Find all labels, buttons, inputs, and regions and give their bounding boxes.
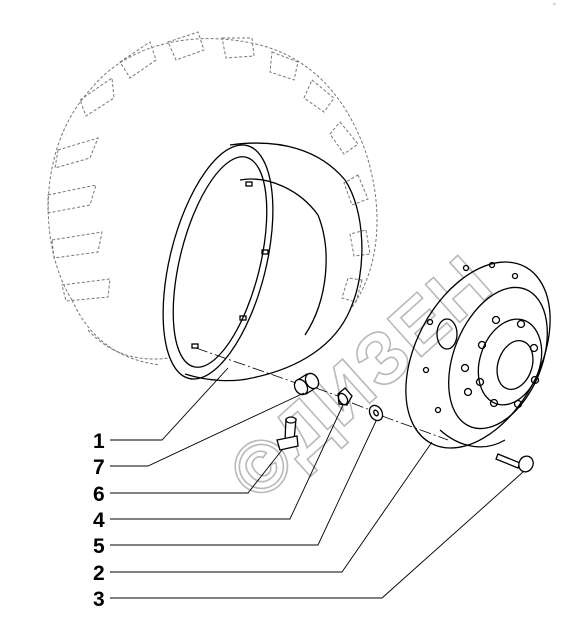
assembly-axis bbox=[195, 347, 449, 441]
rim-bead-line bbox=[239, 178, 319, 216]
disc-stud-hole bbox=[491, 315, 501, 325]
nut-face bbox=[337, 392, 349, 406]
valve bbox=[276, 416, 299, 451]
rim bbox=[162, 142, 363, 382]
tyre-outline bbox=[47, 31, 378, 366]
tyre-lug bbox=[221, 37, 255, 59]
rim-front-inner bbox=[172, 156, 268, 368]
tyre-lug bbox=[119, 41, 157, 79]
tyre-lug bbox=[329, 121, 359, 155]
tyre-lug bbox=[341, 277, 363, 303]
disc-stud-hole bbox=[463, 387, 473, 397]
tyre-lug bbox=[79, 77, 115, 117]
bolt-shank bbox=[495, 453, 521, 469]
disc-stud-hole bbox=[530, 375, 540, 385]
disc-large-hole bbox=[436, 318, 458, 350]
tyre-lug bbox=[54, 137, 99, 169]
valve-base bbox=[276, 435, 299, 451]
tyre-inner-sidewall bbox=[87, 329, 171, 360]
disc-dish bbox=[448, 286, 548, 430]
rim-back-profile bbox=[251, 179, 363, 379]
bolt-head bbox=[518, 455, 534, 473]
tyre-lower-edge bbox=[71, 299, 161, 366]
disc-flange-hole bbox=[511, 272, 519, 280]
callout-4: 4 bbox=[93, 509, 105, 532]
leader-lines bbox=[110, 367, 524, 599]
disc-bottom-lip bbox=[439, 429, 506, 448]
corner-mark: ~ bbox=[552, 2, 556, 8]
spacer bbox=[293, 372, 320, 396]
disc-stud-hole bbox=[477, 340, 487, 350]
tyre-lug bbox=[61, 278, 111, 302]
rim-slot bbox=[245, 181, 253, 187]
disc-stud-hole bbox=[475, 377, 485, 387]
callout-3: 3 bbox=[93, 588, 105, 611]
tyre-lug bbox=[349, 229, 371, 257]
callout-7: 7 bbox=[93, 456, 105, 479]
tyre-lug bbox=[47, 184, 97, 214]
washer bbox=[368, 404, 384, 422]
disc-flange-hole bbox=[434, 406, 442, 414]
leader-4 bbox=[110, 404, 344, 520]
bolt bbox=[495, 453, 534, 473]
leader-2 bbox=[110, 441, 433, 573]
callout-2: 2 bbox=[93, 562, 105, 585]
leader-5 bbox=[110, 420, 377, 546]
callout-5: 5 bbox=[93, 535, 105, 558]
disc-center-bore bbox=[496, 340, 534, 390]
disc-stud-hole bbox=[489, 398, 499, 408]
rim-front-outer bbox=[162, 144, 274, 380]
valve-cap bbox=[285, 416, 297, 424]
disc-flange-hole bbox=[422, 366, 430, 374]
tyre-lug bbox=[51, 231, 103, 259]
callout-1: 1 bbox=[93, 430, 105, 453]
callout-6: 6 bbox=[93, 483, 105, 506]
tyre-lug bbox=[269, 51, 299, 81]
callout-numbers: 1 7 6 4 5 2 3 bbox=[93, 430, 105, 611]
rim-slot bbox=[191, 343, 199, 349]
rim-slot bbox=[239, 315, 247, 321]
disc-flange-hole bbox=[462, 264, 470, 272]
tyre-outer-silhouette bbox=[47, 38, 378, 311]
washer-inner bbox=[373, 409, 379, 417]
disc-stud-hole bbox=[513, 399, 523, 409]
rim-bottom-edge bbox=[184, 373, 253, 382]
tyre-lug bbox=[167, 31, 205, 61]
wheel-disc bbox=[405, 261, 551, 449]
rim-bead-line-lower bbox=[304, 214, 327, 336]
leader-7 bbox=[110, 392, 305, 467]
rim-top-edge bbox=[229, 142, 346, 181]
tyre-lug bbox=[303, 79, 335, 113]
rim-slot bbox=[261, 249, 269, 255]
disc-stud-hole bbox=[460, 363, 470, 373]
disc-stud-hole bbox=[529, 343, 539, 353]
leader-1 bbox=[110, 367, 229, 441]
leader-3 bbox=[110, 471, 524, 599]
disc-hub-face bbox=[477, 318, 543, 406]
spacer-back bbox=[304, 372, 320, 390]
disc-flange-hole bbox=[426, 318, 434, 326]
leader-6 bbox=[110, 449, 283, 494]
disc-stud-hole bbox=[516, 319, 526, 329]
disc-flange-hole bbox=[488, 261, 496, 269]
tyre-lug bbox=[343, 174, 369, 206]
nut bbox=[337, 387, 353, 406]
